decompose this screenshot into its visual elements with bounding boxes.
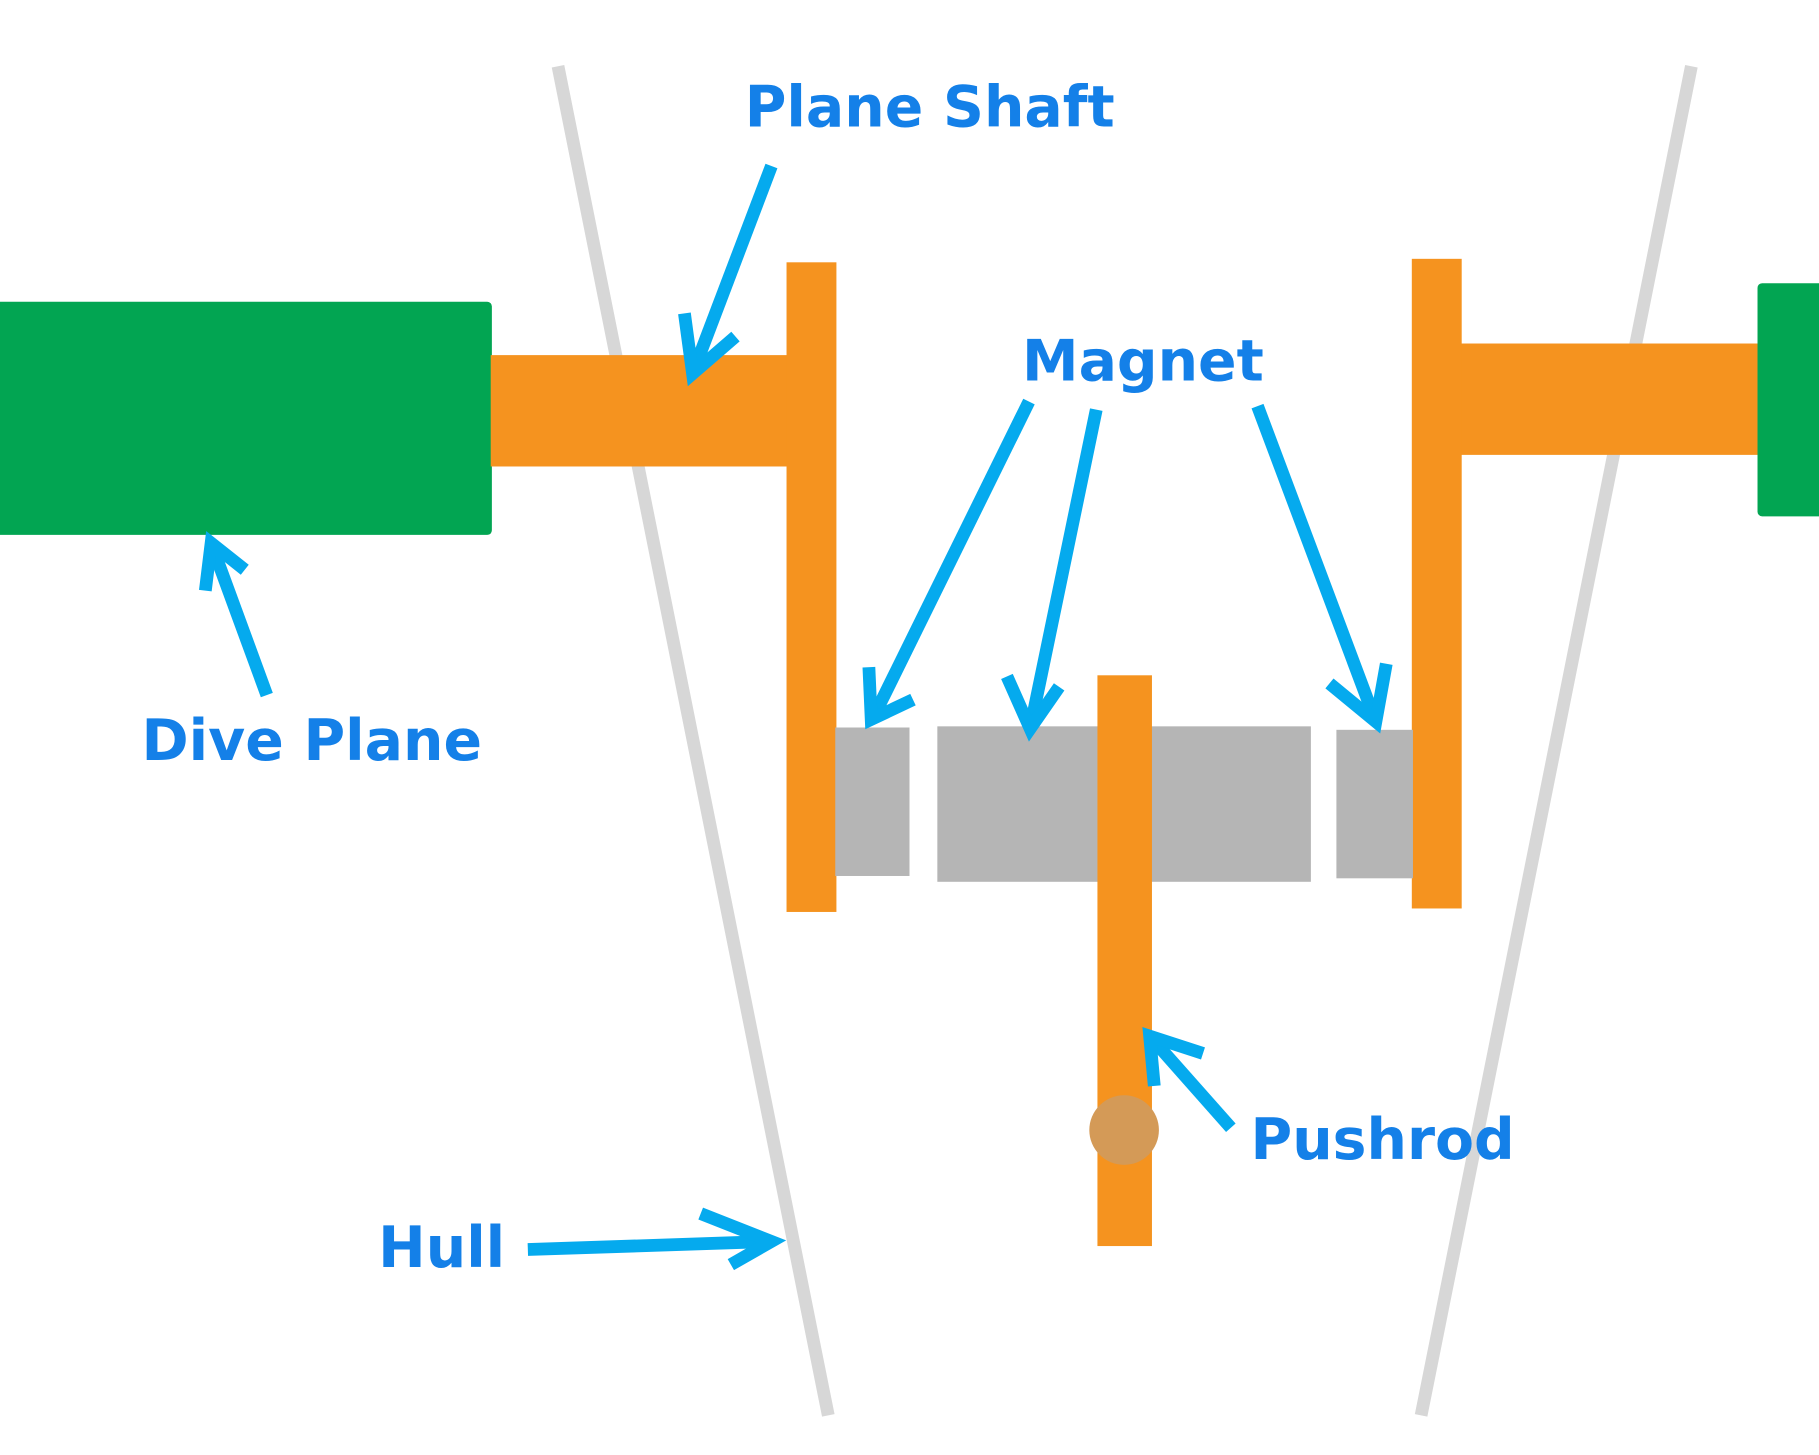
label-plane-shaft: Plane Shaft (745, 75, 1115, 141)
arrow-magnet-left (862, 398, 1035, 730)
arrow-magnet-center (1001, 408, 1103, 742)
plane-shaft-right-flange (1411, 258, 1462, 909)
arrow-plane-shaft (678, 163, 778, 387)
label-hull: Hull (378, 1215, 505, 1281)
label-pushrod: Pushrod (1251, 1107, 1515, 1173)
magnet-right (1336, 729, 1413, 879)
arrow-hull (527, 1207, 787, 1271)
magnet-left (835, 727, 910, 876)
dive-plane-right (1757, 283, 1819, 517)
dive-plane-left (0, 301, 492, 535)
arrow-pushrod (1142, 1027, 1236, 1132)
arrow-magnet-right (1251, 403, 1393, 734)
plane-shaft-left-flange (786, 262, 837, 912)
label-dive-plane: Dive Plane (142, 708, 483, 774)
plane-shaft-left-horizontal (490, 355, 793, 467)
arrow-dive-plane (199, 530, 273, 698)
hull-left (551, 65, 835, 1417)
label-magnet: Magnet (1022, 329, 1264, 395)
pushrod-pivot (1089, 1095, 1159, 1165)
hull-right (1414, 65, 1698, 1417)
plane-shaft-right-horizontal (1457, 343, 1761, 455)
